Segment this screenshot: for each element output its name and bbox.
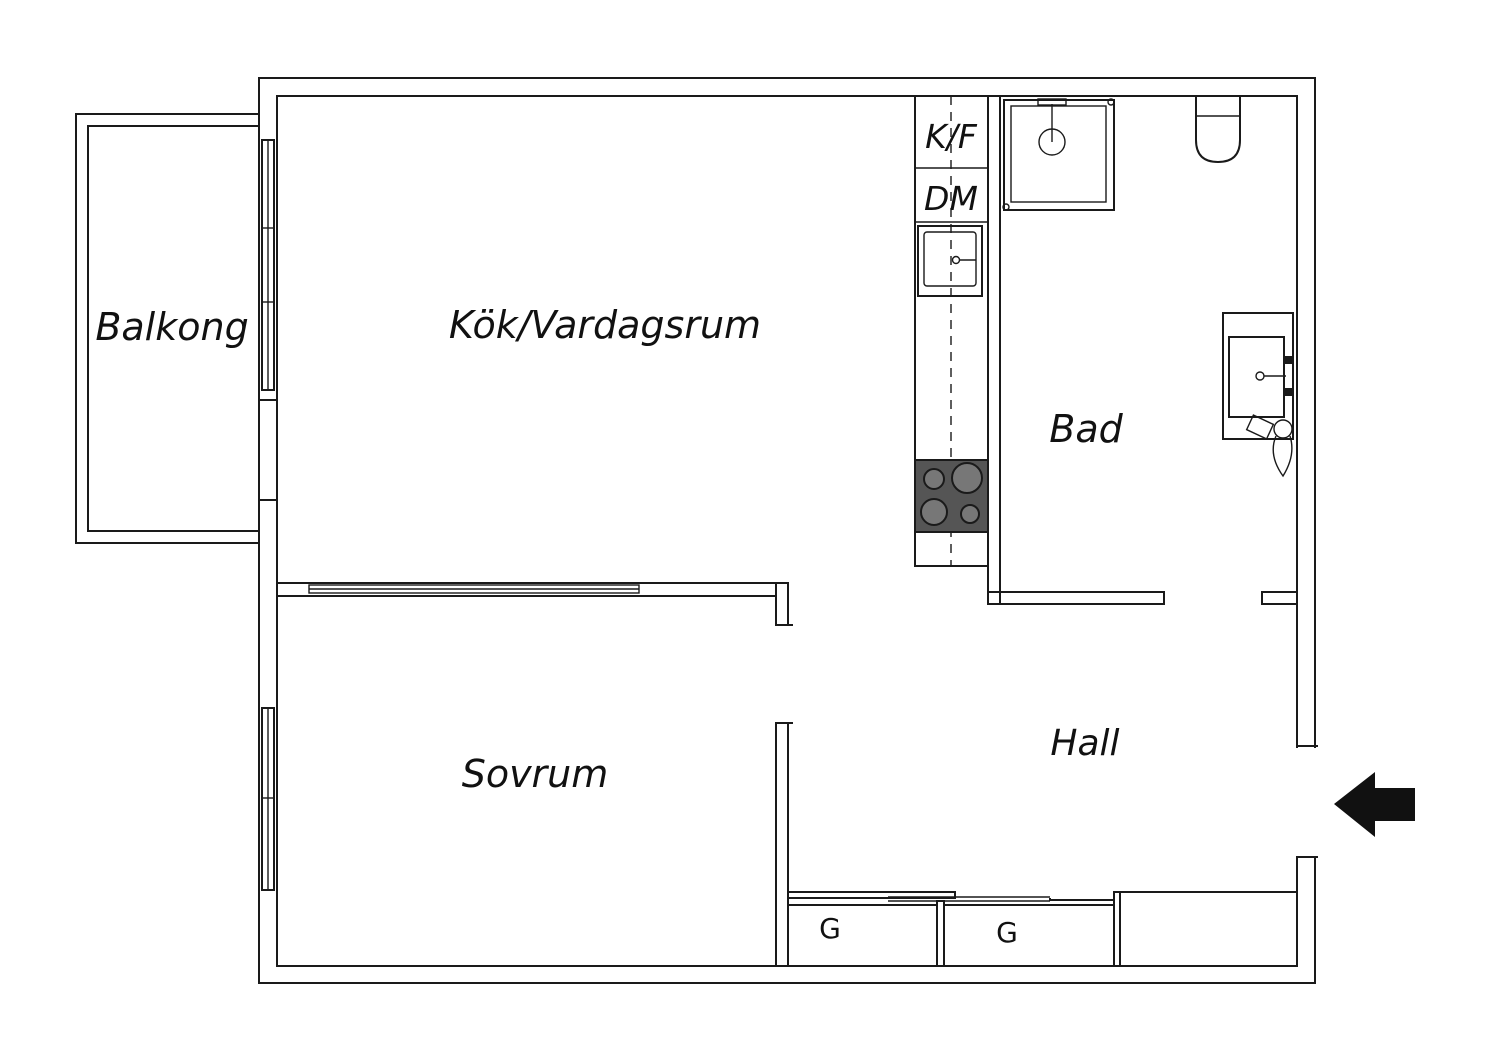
balcony [75,113,277,544]
room-label-bad: Bad [1049,407,1123,451]
shower-icon [1002,98,1115,211]
window-balcony [259,139,277,401]
stove-icon [914,459,989,533]
label-fridge-freezer: K/F [925,117,978,156]
closets [788,891,1297,967]
entrance-arrow-icon [1334,772,1415,837]
room-label-balkong: Balkong [95,305,248,349]
entrance-opening [1296,604,1318,892]
room-label-hall: Hall [1050,723,1119,764]
room-label-kok-vardagsrum: Kök/Vardagsrum [449,303,761,347]
label-closet-2: G [996,916,1018,949]
wall-kitchen-bedroom [276,582,793,626]
room-label-sovrum: Sovrum [462,752,609,796]
wall-bedroom-hall [775,722,793,967]
label-closet-1: G [819,912,841,945]
toilet-icon [1195,96,1241,164]
washing-machine-tap-icon [1245,414,1298,500]
kitchen-sink [917,225,983,297]
label-dishwasher: DM [924,179,978,218]
bathroom-walls [987,95,1297,605]
window-bedroom [261,707,275,891]
